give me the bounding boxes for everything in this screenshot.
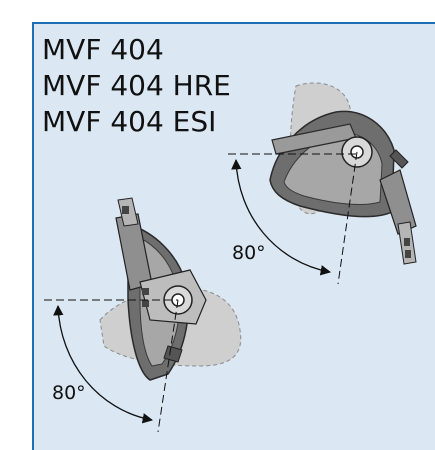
lower-angle-arc [53, 304, 154, 424]
upper-device-group [228, 82, 417, 285]
lower-slot-a [142, 288, 149, 295]
model-title-line-2: MVF 404 HRE [42, 69, 231, 102]
model-title-line-1: MVF 404 [42, 33, 164, 66]
upper-tab-slot-2 [405, 250, 411, 258]
lower-knob [163, 345, 183, 363]
lower-vertical-reference [157, 299, 179, 433]
lower-tab-slot [122, 206, 129, 214]
upper-angle-label: 80° [232, 242, 266, 264]
lower-slot-b [142, 300, 149, 307]
upper-right-bracket [379, 169, 417, 235]
upper-angle-arc [231, 158, 332, 276]
model-title-line-3: MVF 404 ESI [42, 105, 217, 138]
lower-device-group [44, 197, 242, 433]
upper-knob [389, 149, 409, 169]
upper-vertical-reference [337, 151, 358, 285]
lower-angle-label: 80° [52, 382, 86, 404]
upper-tab-slot [404, 238, 410, 246]
